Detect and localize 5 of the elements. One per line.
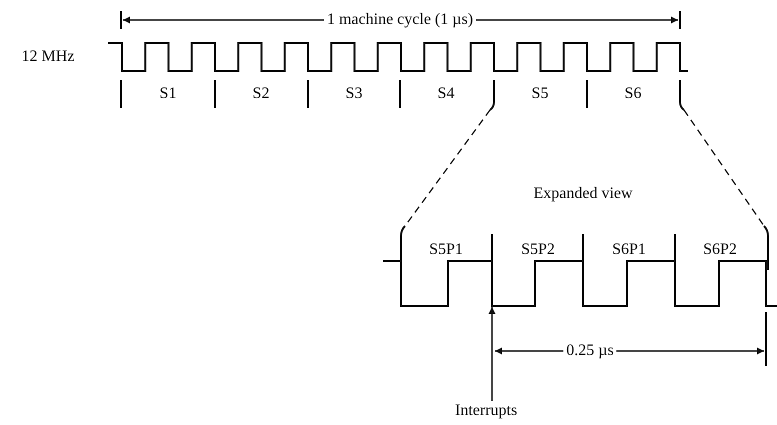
arrow [488, 307, 496, 401]
interrupts-label: Interrupts [455, 402, 518, 420]
clock-waveform [383, 260, 777, 307]
dimension-label: 0.25 µs [563, 342, 617, 360]
dimension-label: 1 machine cycle (1 µs) [324, 11, 476, 29]
